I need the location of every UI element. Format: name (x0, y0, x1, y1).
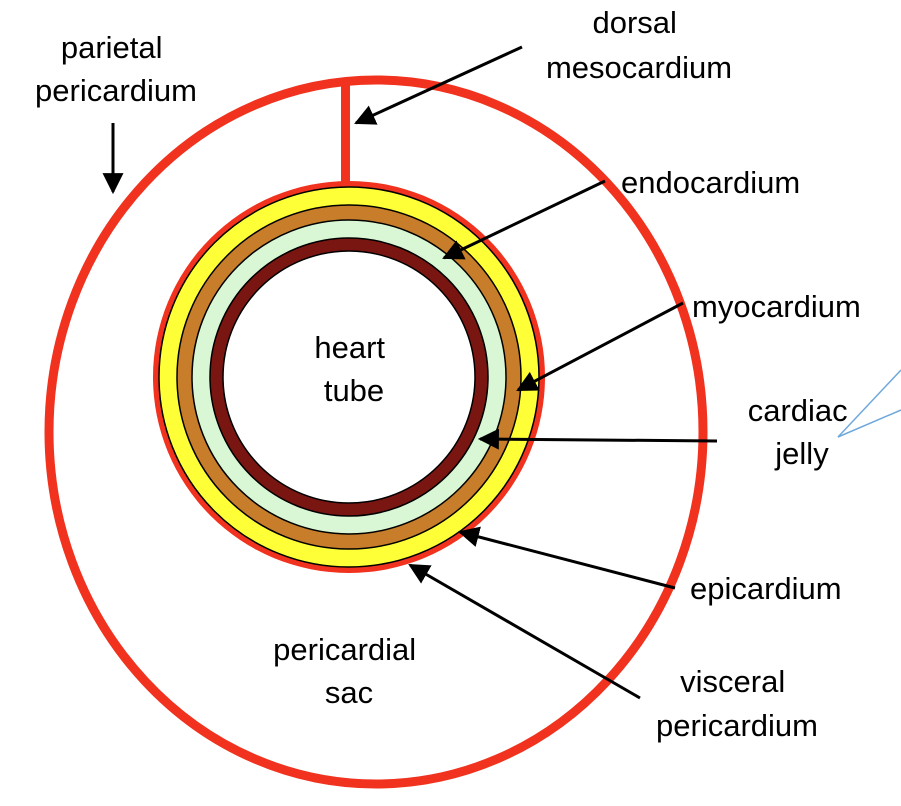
visceral-pericardium-label: visceral pericardium (656, 664, 818, 743)
endocardium-label: endocardium (621, 165, 800, 200)
dorsal-mesocardium-label: dorsal mesocardium (546, 5, 732, 85)
cardiac-jelly-label: cardiac jelly (748, 393, 857, 471)
parietal-pericardium-label: parietal pericardium (35, 30, 197, 108)
cardiac-jelly-arrow (480, 439, 717, 441)
dorsal-mesocardium (341, 82, 350, 192)
epicardium-label: epicardium (690, 571, 842, 606)
myocardium-label: myocardium (692, 289, 861, 324)
